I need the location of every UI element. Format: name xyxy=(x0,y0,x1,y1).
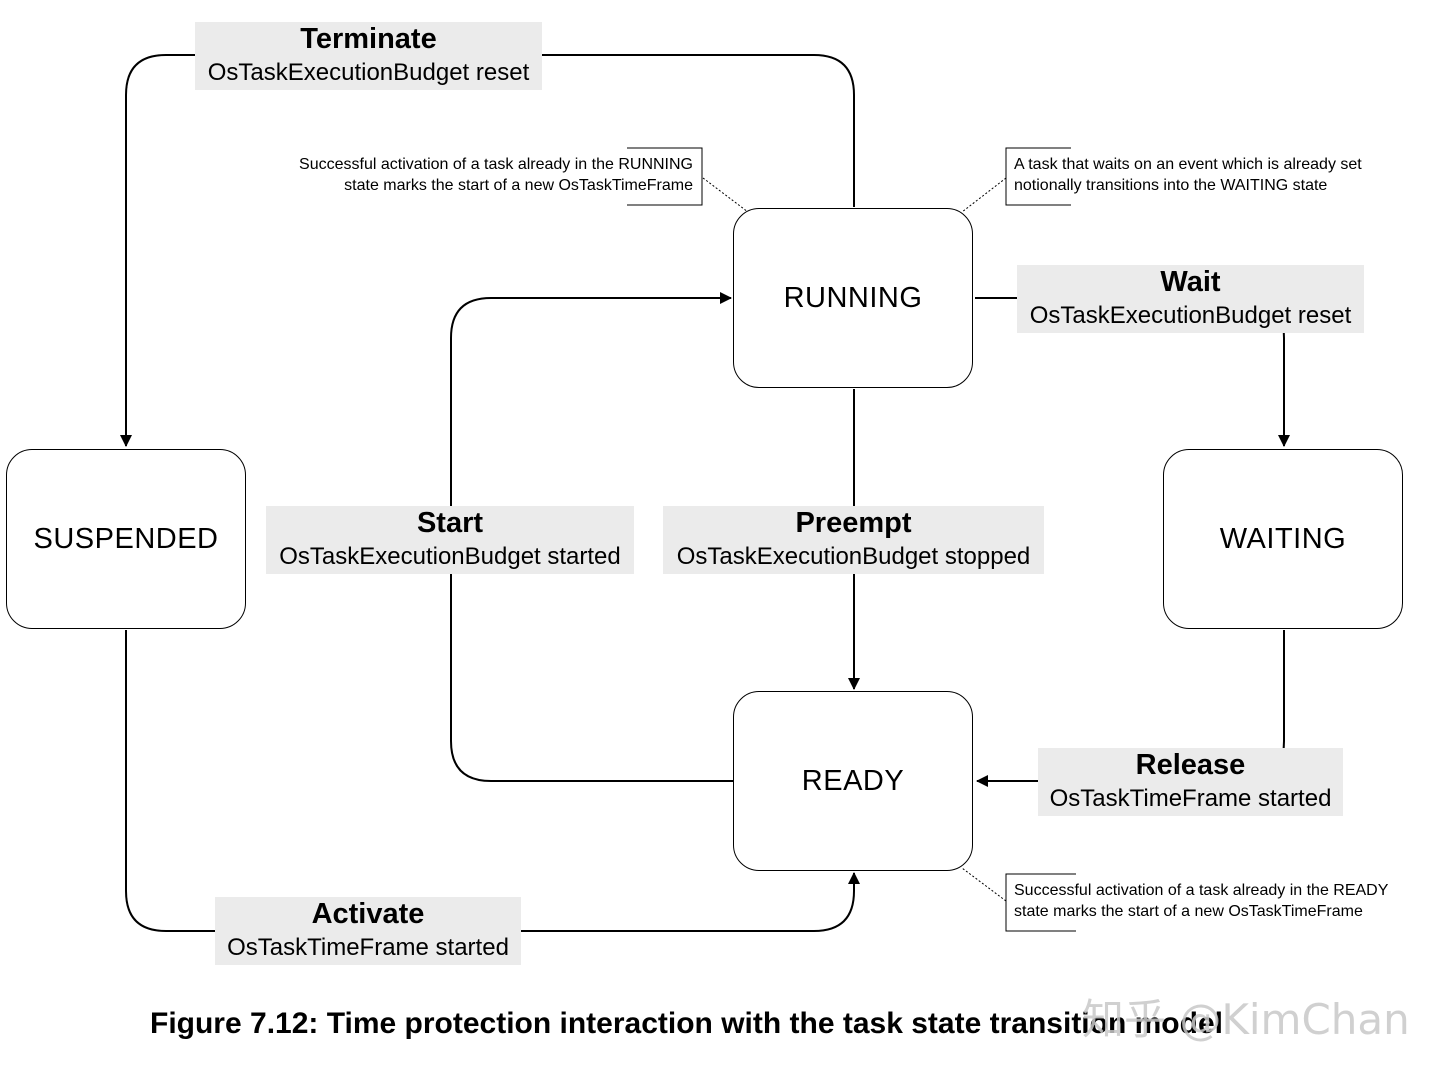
state-waiting: WAITING xyxy=(1163,449,1403,629)
note-connector-wait xyxy=(961,177,1007,213)
label-terminate: Terminate OsTaskExecutionBudget reset xyxy=(195,22,542,90)
release-action: OsTaskTimeFrame started xyxy=(1049,785,1332,812)
state-suspended: SUSPENDED xyxy=(6,449,246,629)
preempt-event: Preempt xyxy=(795,507,912,539)
note-connector-running xyxy=(702,177,749,213)
note-connector-ready xyxy=(961,867,1007,902)
note-ready-activation: Successful activation of a task already … xyxy=(1014,880,1434,922)
start-event: Start xyxy=(416,507,484,539)
label-wait: Wait OsTaskExecutionBudget reset xyxy=(1017,265,1364,333)
note-running-line1: Successful activation of a task already … xyxy=(299,156,693,173)
note-ready-line2: state marks the start of a new OsTaskTim… xyxy=(1014,903,1363,920)
terminate-event: Terminate xyxy=(300,23,437,55)
label-preempt: Preempt OsTaskExecutionBudget stopped xyxy=(663,506,1044,574)
note-wait-line2: notionally transitions into the WAITING … xyxy=(1014,177,1328,194)
start-action: OsTaskExecutionBudget started xyxy=(279,543,621,570)
figure-caption: Figure 7.12: Time protection interaction… xyxy=(150,1007,1223,1040)
note-bracket-running xyxy=(627,147,703,206)
note-running-activation: Successful activation of a task already … xyxy=(250,154,693,196)
note-wait-event-set: A task that waits on an event which is a… xyxy=(1014,154,1434,196)
wait-action: OsTaskExecutionBudget reset xyxy=(1029,302,1352,329)
label-release: Release OsTaskTimeFrame started xyxy=(1038,748,1343,816)
state-running: RUNNING xyxy=(733,208,973,388)
watermark: 知乎 @KimChan xyxy=(1082,995,1410,1044)
wait-event: Wait xyxy=(1160,266,1221,298)
activate-event: Activate xyxy=(311,898,425,930)
note-bracket-wait xyxy=(1005,147,1071,206)
preempt-action: OsTaskExecutionBudget stopped xyxy=(676,543,1031,570)
label-start: Start OsTaskExecutionBudget started xyxy=(266,506,634,574)
note-running-line2: state marks the start of a new OsTaskTim… xyxy=(344,177,693,194)
note-bracket-ready xyxy=(1005,873,1076,932)
note-wait-line1: A task that waits on an event which is a… xyxy=(1014,156,1362,173)
terminate-action: OsTaskExecutionBudget reset xyxy=(207,59,530,86)
state-ready: READY xyxy=(733,691,973,871)
activate-action: OsTaskTimeFrame started xyxy=(227,934,509,961)
note-ready-line1: Successful activation of a task already … xyxy=(1014,882,1389,899)
label-activate: Activate OsTaskTimeFrame started xyxy=(215,897,521,965)
release-event: Release xyxy=(1135,749,1246,781)
